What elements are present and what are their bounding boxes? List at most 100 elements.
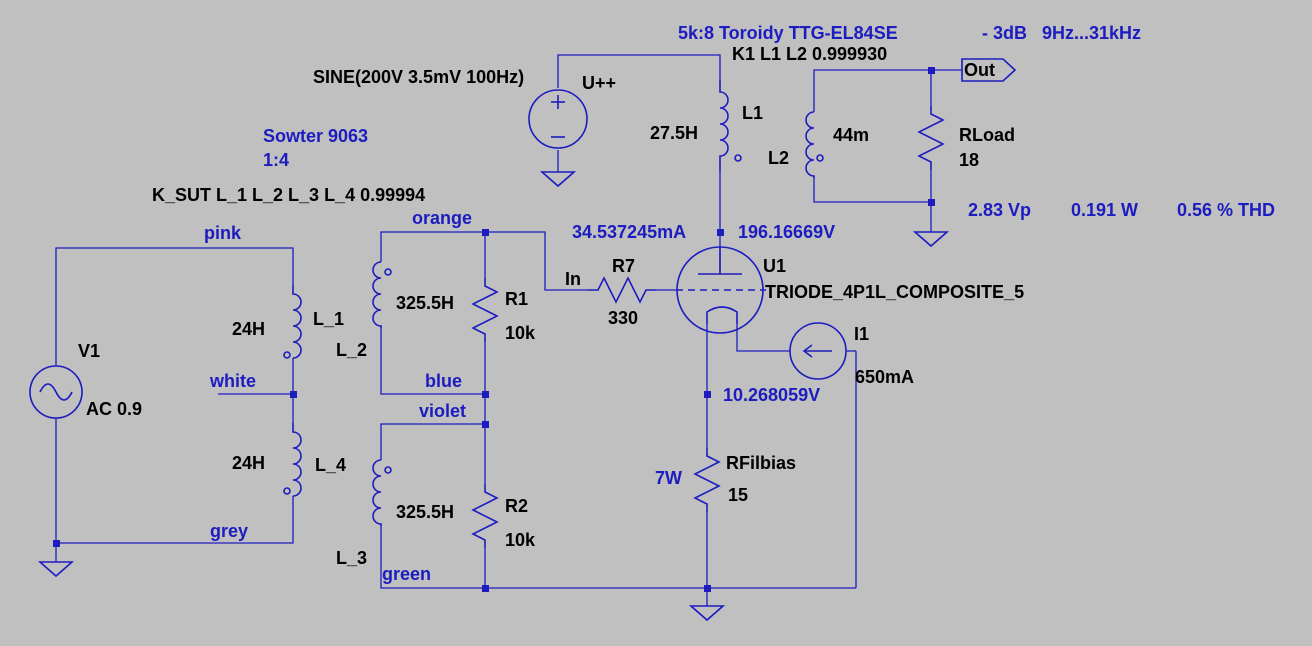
result-peak-voltage: 2.83 Vp (968, 200, 1031, 220)
l_2-value: 325.5H (396, 293, 454, 313)
junction-dot (482, 391, 489, 398)
coupling-ksut-directive: K_SUT L_1 L_2 L_3 L_4 0.99994 (152, 185, 425, 205)
inductor-l_4-symbol (292, 423, 302, 497)
current-source-i1-symbol (789, 322, 856, 380)
r7-label: R7 (612, 256, 635, 276)
out-net-label: Out (964, 60, 995, 80)
inductor-l_3-dot (384, 466, 392, 474)
r2-value: 10k (505, 530, 536, 550)
resistor-r7-symbol (588, 276, 656, 304)
net-violet-label: violet (419, 401, 466, 421)
net-pink-label: pink (204, 223, 242, 243)
net-orange-label: orange (412, 208, 472, 228)
sowter-ratio-label: 1:4 (263, 150, 289, 170)
transformer-title: 5k:8 Toroidy TTG-EL84SE (678, 23, 898, 43)
triode-u1-symbol (676, 246, 766, 334)
wire-pink (55, 247, 294, 366)
rfilbias-power-label: 7W (655, 468, 682, 488)
l2-value: 44m (833, 125, 869, 145)
rload-label: RLoad (959, 125, 1015, 145)
inductor-l1-dot (734, 154, 742, 162)
junctions (53, 67, 935, 592)
source-v1-symbol (29, 365, 83, 419)
l_4-label: L_4 (315, 455, 346, 475)
wire-blue (380, 328, 485, 395)
resistor-r2-symbol (471, 484, 499, 548)
ground-symbol (688, 605, 726, 622)
junction-dot (290, 391, 297, 398)
v1-label: V1 (78, 341, 100, 361)
inductor-l2-dot (816, 154, 824, 162)
r7-value: 330 (608, 308, 638, 328)
inductor-l_2-dot (384, 268, 392, 276)
result-thd: 0.56 % THD (1177, 200, 1275, 220)
net-blue-label: blue (425, 371, 462, 391)
wire-violet (380, 423, 485, 460)
sine-source-value: SINE(200V 3.5mV 100Hz) (313, 67, 524, 87)
inductor-l_1-symbol (292, 285, 302, 359)
labels: 5k:8 Toroidy TTG-EL84SE - 3dB 9Hz...31kH… (78, 23, 1275, 584)
rload-value: 18 (959, 150, 979, 170)
inductor-l2-symbol (805, 111, 815, 178)
u1-label: U1 (763, 256, 786, 276)
l_3-label: L_3 (336, 548, 367, 568)
junction-dot (482, 421, 489, 428)
plate-current-readout: 34.537245mA (572, 222, 686, 242)
i1-label: I1 (854, 324, 869, 344)
wire-grey (55, 418, 294, 544)
wire-orange (380, 231, 588, 291)
uplus-source-label: U++ (582, 73, 616, 93)
tube-model-label: TRIODE_4P1L_COMPOSITE_5 (765, 282, 1024, 302)
junction-dot (482, 229, 489, 236)
cathode-voltage-readout: 10.268059V (723, 385, 820, 405)
plate-voltage-readout: 196.16669V (738, 222, 835, 242)
l_3-value: 325.5H (396, 502, 454, 522)
junction-dot (53, 540, 60, 547)
rfilbias-value: 15 (728, 485, 748, 505)
l_4-value: 24H (232, 453, 265, 473)
junction-dot (928, 199, 935, 206)
coupling-k1-directive: K1 L1 L2 0.999930 (732, 44, 887, 64)
inductor-l_3-symbol (372, 459, 382, 526)
l_1-value: 24H (232, 319, 265, 339)
wire-filament (736, 324, 790, 352)
in-net-label: In (565, 269, 581, 289)
junction-dot (704, 585, 711, 592)
sowter-transformer-label: Sowter 9063 (263, 126, 368, 146)
junction-dot (482, 585, 489, 592)
wire-out-bottom (813, 178, 931, 203)
r2-label: R2 (505, 496, 528, 516)
l_2-label: L_2 (336, 340, 367, 360)
r1-label: R1 (505, 289, 528, 309)
output-port-symbol (961, 58, 1017, 82)
ground-symbol (912, 231, 950, 248)
wire-out-top (813, 69, 962, 112)
inductor-l_1-dot (283, 351, 291, 359)
source-uplus-symbol (528, 89, 588, 149)
l1-label: L1 (742, 103, 763, 123)
resistor-r1-symbol (471, 278, 499, 342)
net-white-label: white (209, 371, 256, 391)
junction-dot (704, 391, 711, 398)
bandwidth-label: - 3dB 9Hz...31kHz (982, 23, 1141, 43)
resistor-rfilbias-symbol (693, 448, 721, 512)
resistor-rload-symbol (917, 106, 945, 170)
ground-symbol (37, 561, 75, 578)
inductor-l_4-dot (283, 487, 291, 495)
wire-bplus (557, 54, 721, 88)
l1-value: 27.5H (650, 123, 698, 143)
inductor-l_2-symbol (372, 261, 382, 328)
junction-dot (717, 229, 724, 236)
i1-value: 650mA (855, 367, 914, 387)
l2-label: L2 (768, 148, 789, 168)
inductor-l1-symbol (719, 80, 729, 172)
wire-green (380, 526, 856, 589)
rfilbias-label: RFilbias (726, 453, 796, 473)
net-green-label: green (382, 564, 431, 584)
result-power: 0.191 W (1071, 200, 1138, 220)
r1-value: 10k (505, 323, 536, 343)
v1-value: AC 0.9 (86, 399, 142, 419)
junction-dot (928, 67, 935, 74)
net-grey-label: grey (210, 521, 248, 541)
